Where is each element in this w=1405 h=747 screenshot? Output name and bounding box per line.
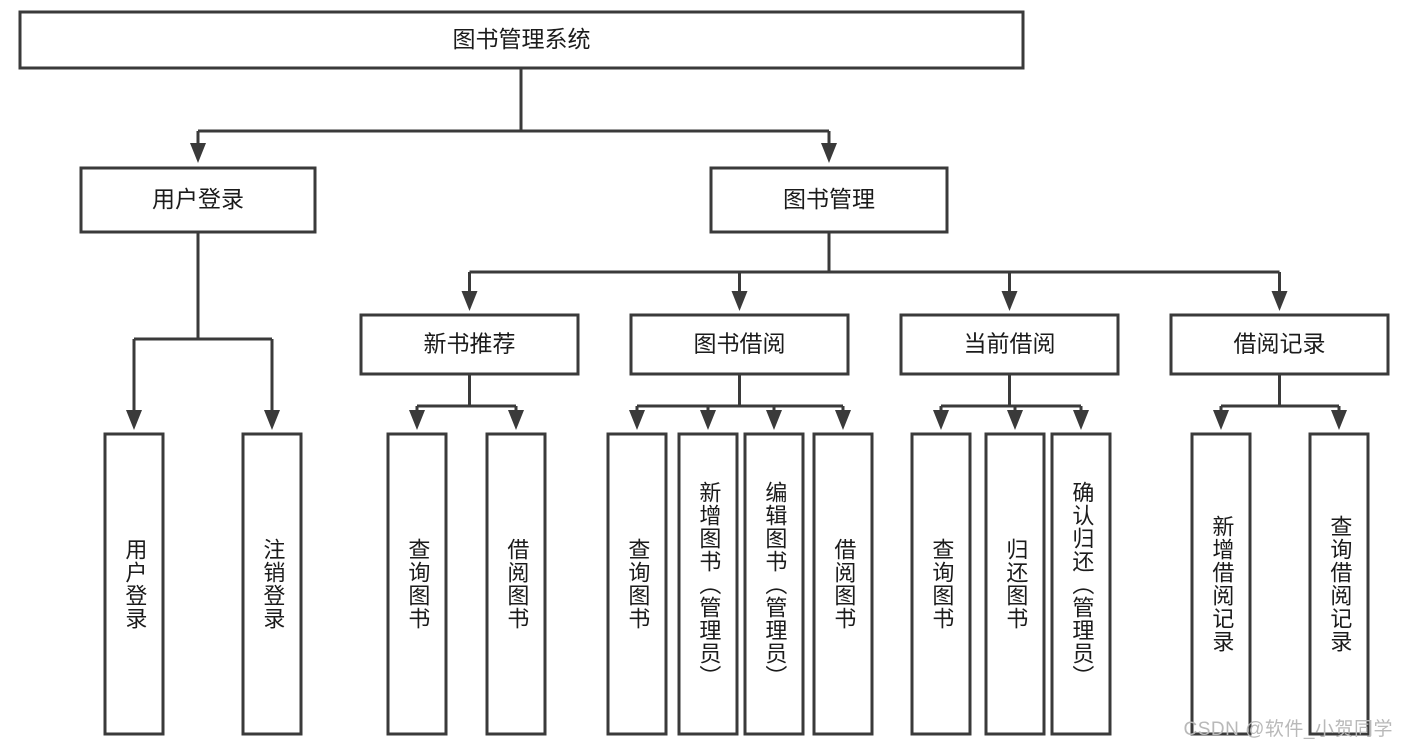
arrow-down-icon-bm-1 xyxy=(731,291,748,311)
node-book-management-label: 图书管理 xyxy=(783,186,875,212)
node-book-borrow[interactable]: 图书借阅 xyxy=(629,313,850,376)
leaf-query-borrow-record-rect[interactable] xyxy=(1308,432,1370,736)
node-current-borrow-label: 当前借阅 xyxy=(964,331,1056,357)
arrow-down-icon-bm-2 xyxy=(1001,291,1018,311)
leaf-confirm-return-rect[interactable] xyxy=(1050,432,1112,736)
node-borrow-record[interactable]: 借阅记录 xyxy=(1169,313,1390,376)
leaf-borrow-book-bb-rect[interactable] xyxy=(812,432,874,736)
leaf-edit-book-rect[interactable] xyxy=(743,432,805,736)
node-new-book-recommend-rect[interactable] xyxy=(359,313,580,376)
leaf-user-logout-rect[interactable] xyxy=(241,432,303,736)
arrow-down-icon-book-borrow-0 xyxy=(629,410,645,430)
node-book-borrow-label: 图书借阅 xyxy=(694,331,786,357)
arrow-down-icon-borrow-record-0 xyxy=(1213,410,1229,430)
leaf-add-borrow-record-rect[interactable] xyxy=(1190,432,1252,736)
leaf-query-book-nb-rect[interactable] xyxy=(386,432,448,736)
arrow-down-icon-book-borrow-3 xyxy=(835,410,851,430)
node-current-borrow[interactable]: 当前借阅 xyxy=(899,313,1120,376)
leaf-query-book-bb-rect[interactable] xyxy=(606,432,668,736)
node-root[interactable]: 图书管理系统 xyxy=(18,10,1025,70)
connector-layer xyxy=(126,68,1347,430)
arrow-down-icon-bm-0 xyxy=(461,291,478,311)
node-new-book-recommend-label: 新书推荐 xyxy=(424,331,516,357)
arrow-down-icon-book-borrow-1 xyxy=(700,410,716,430)
arrow-down-icon-book-borrow-2 xyxy=(766,410,782,430)
node-root-rect[interactable] xyxy=(18,10,1025,70)
arrow-down-icon-new-book-recommend-0 xyxy=(409,410,425,430)
watermark-text: CSDN @软件_小贺同学 xyxy=(1183,719,1393,740)
arrow-down-icon-root-0 xyxy=(190,143,206,163)
node-user-login[interactable]: 用户登录 xyxy=(79,166,317,234)
leaf-query-book-cb-rect[interactable] xyxy=(910,432,972,736)
leaf-add-book-rect[interactable] xyxy=(677,432,739,736)
node-current-borrow-rect[interactable] xyxy=(899,313,1120,376)
leaf-user-login-rect[interactable] xyxy=(103,432,165,736)
arrow-down-icon-current-borrow-2 xyxy=(1073,410,1089,430)
leaf-box-layer xyxy=(103,432,1370,736)
node-user-login-label: 用户登录 xyxy=(152,186,244,212)
arrow-down-icon-current-borrow-0 xyxy=(933,410,949,430)
arrow-down-icon-new-book-recommend-1 xyxy=(508,410,524,430)
node-new-book-recommend[interactable]: 新书推荐 xyxy=(359,313,580,376)
node-borrow-record-label: 借阅记录 xyxy=(1234,331,1326,357)
arrow-down-icon-bm-3 xyxy=(1271,291,1288,311)
arrow-down-icon-root-1 xyxy=(821,143,837,163)
leaf-return-book-rect[interactable] xyxy=(984,432,1046,736)
arrow-down-icon-ul-1 xyxy=(264,410,280,430)
node-root-label: 图书管理系统 xyxy=(453,26,591,52)
node-book-management[interactable]: 图书管理 xyxy=(709,166,949,234)
arrow-down-icon-ul-0 xyxy=(126,410,142,430)
leaf-borrow-book-nb-rect[interactable] xyxy=(485,432,547,736)
node-user-login-rect[interactable] xyxy=(79,166,317,234)
arrow-down-icon-current-borrow-1 xyxy=(1007,410,1023,430)
arrow-down-icon-borrow-record-1 xyxy=(1331,410,1347,430)
